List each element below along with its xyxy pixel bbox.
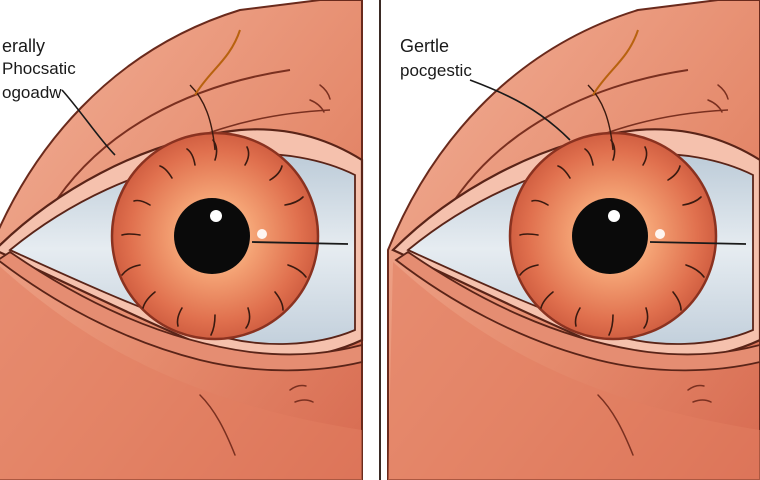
right-eye-panel: Gertle pocgestic — [386, 0, 760, 480]
left-label-2: Phocsatic — [2, 59, 76, 78]
right-label-2: pocgestic — [400, 61, 472, 80]
left-eye-panel: erally Phocsatic ogoadw — [0, 0, 364, 480]
label-leader-line — [61, 89, 116, 156]
left-label-1: erally — [2, 36, 45, 56]
right-label-1: Gertle — [400, 36, 449, 56]
label-leader-line — [469, 79, 571, 141]
left-label-3: ogoadw — [2, 83, 62, 102]
divider-gap — [381, 0, 387, 480]
